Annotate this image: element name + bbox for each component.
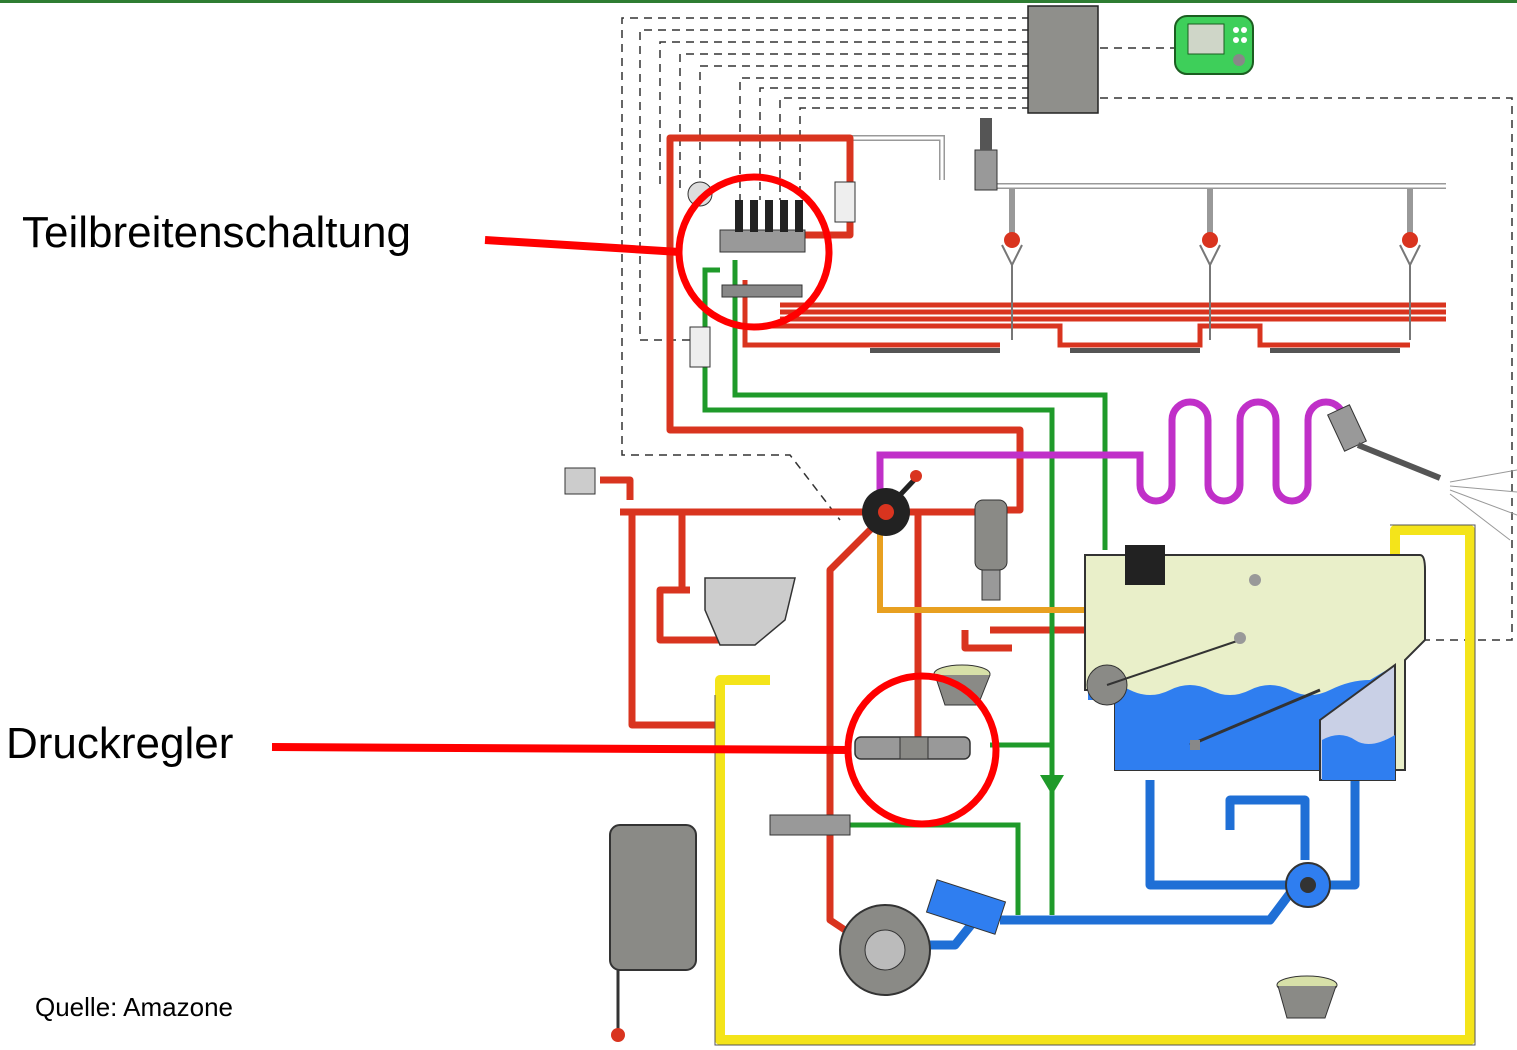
filter-icon <box>974 499 1008 601</box>
terminal-icon <box>1174 15 1254 75</box>
pump-icon <box>839 904 931 996</box>
header-bar <box>0 0 1517 3</box>
spray-gun-icon <box>1327 404 1517 541</box>
pointer-line-section-control <box>484 236 681 256</box>
hose-reel-line <box>876 398 1348 510</box>
cleaning-line <box>715 525 1475 1045</box>
control-cables <box>621 17 1513 641</box>
upper-boom-inner <box>850 136 1446 188</box>
label-pressure-regulator: Druckregler <box>6 719 234 768</box>
label-section-control: Teilbreitenschaltung <box>22 208 411 257</box>
fresh-water-canister-icon <box>609 824 697 971</box>
pressure-regulator-icon <box>854 736 971 760</box>
control-box-icon <box>1027 5 1099 114</box>
induction-bowl-icon <box>704 577 796 646</box>
nozzle-icon <box>1004 232 1418 248</box>
suction-filter-icon <box>925 879 1007 935</box>
pointer-line-pressure-regulator <box>271 743 851 754</box>
source-credit: Quelle: Amazone <box>35 992 234 1022</box>
boom-nozzles <box>870 348 1400 353</box>
check-valve-icon <box>1040 775 1064 795</box>
main-boom <box>742 280 1446 348</box>
section-valves-icon <box>719 200 806 298</box>
